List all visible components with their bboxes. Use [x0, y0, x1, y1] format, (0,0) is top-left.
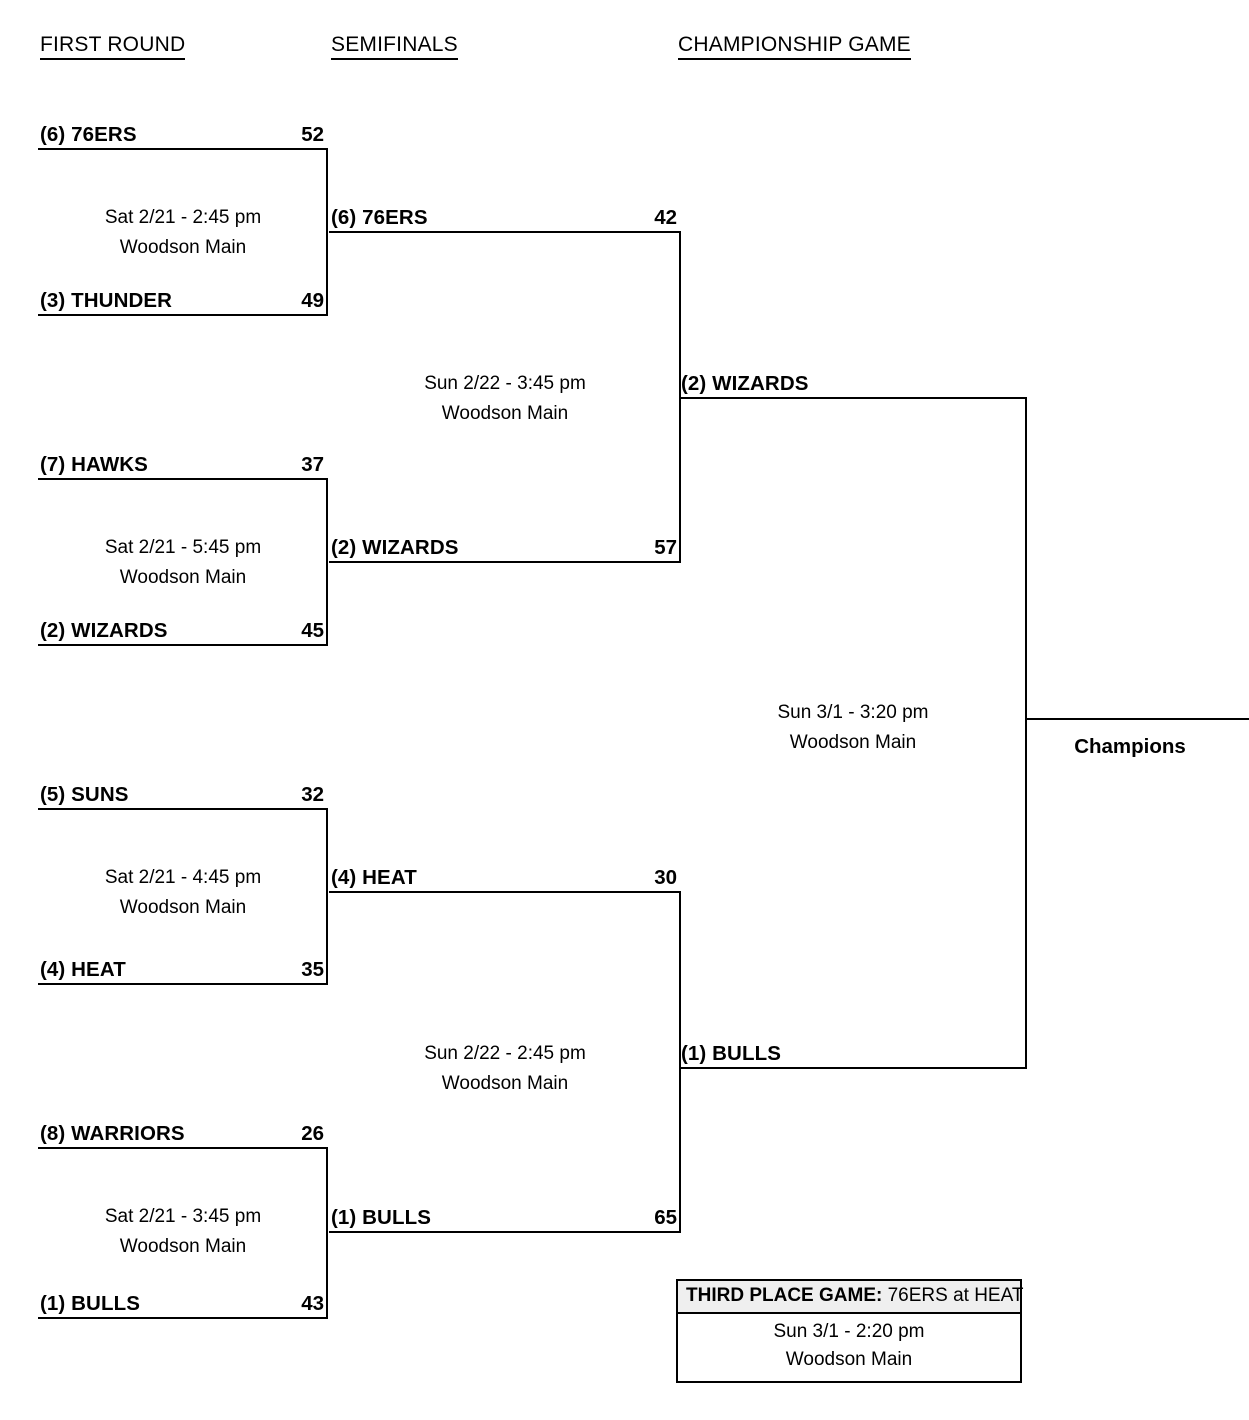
semifinal-1-bottom-team[interactable]: (2) WIZARDS 57: [329, 529, 681, 563]
championship-info: Sun 3/1 - 3:20 pm Woodson Main: [679, 698, 1027, 759]
first-round-game-2-info: Sat 2/21 - 5:45 pm Woodson Main: [38, 533, 328, 594]
first-round-game-1-connector: [326, 148, 328, 316]
champion-line: [1025, 718, 1249, 720]
column-header-semifinals: SEMIFINALS: [331, 33, 458, 61]
third-place-title: THIRD PLACE GAME:: [686, 1285, 883, 1306]
first-round-game-3-info: Sat 2/21 - 4:45 pm Woodson Main: [38, 863, 328, 924]
championship-top-team[interactable]: (2) WIZARDS: [679, 365, 1027, 399]
game-datetime: Sat 2/21 - 5:45 pm: [104, 537, 262, 558]
game-venue: Woodson Main: [441, 1073, 569, 1095]
game-venue: Woodson Main: [119, 567, 247, 589]
game-datetime: Sat 2/21 - 4:45 pm: [104, 867, 262, 888]
team-name: (6) 76ERS: [331, 206, 428, 230]
team-score: 30: [654, 866, 677, 890]
third-place-game-box[interactable]: THIRD PLACE GAME: 76ERS at HEAT Sun 3/1 …: [676, 1279, 1023, 1383]
team-name: (8) WARRIORS: [40, 1122, 185, 1146]
team-name: (2) WIZARDS: [40, 619, 168, 643]
team-score: 35: [301, 958, 324, 982]
game-datetime: Sat 2/21 - 3:45 pm: [104, 1206, 262, 1227]
championship-connector: [1025, 397, 1027, 1069]
semifinal-2-top-team[interactable]: (4) HEAT 30: [329, 859, 681, 893]
first-round-game-3-top-team[interactable]: (5) SUNS 32: [38, 776, 328, 810]
first-round-game-1-info: Sat 2/21 - 2:45 pm Woodson Main: [38, 203, 328, 264]
team-score: 49: [301, 289, 324, 313]
game-datetime: Sun 2/22 - 3:45 pm: [424, 373, 586, 394]
semifinal-1-info: Sun 2/22 - 3:45 pm Woodson Main: [329, 369, 681, 430]
column-header-championship: CHAMPIONSHIP GAME: [678, 33, 911, 61]
team-name: (1) BULLS: [681, 1042, 781, 1066]
first-round-game-2-bottom-team[interactable]: (2) WIZARDS 45: [38, 612, 328, 646]
championship-bottom-team[interactable]: (1) BULLS: [679, 1035, 1027, 1069]
semifinal-2-info: Sun 2/22 - 2:45 pm Woodson Main: [329, 1039, 681, 1100]
game-venue: Woodson Main: [789, 732, 917, 754]
game-datetime: Sun 3/1 - 3:20 pm: [777, 702, 929, 723]
team-name: (4) HEAT: [40, 958, 126, 982]
first-round-game-2-connector: [326, 478, 328, 646]
team-name: (6) 76ERS: [40, 123, 137, 147]
first-round-game-3-connector: [326, 808, 328, 985]
semifinal-2-bottom-team[interactable]: (1) BULLS 65: [329, 1199, 681, 1233]
game-venue: Woodson Main: [119, 237, 247, 259]
game-datetime: Sun 3/1 - 2:20 pm: [773, 1320, 925, 1342]
first-round-game-3-bottom-team[interactable]: (4) HEAT 35: [38, 951, 328, 985]
champion-label: Champions: [1074, 735, 1186, 758]
game-venue: Woodson Main: [785, 1349, 913, 1371]
column-header-first-round: FIRST ROUND: [40, 33, 186, 61]
team-score: 45: [301, 619, 324, 643]
team-score: 43: [301, 1292, 324, 1316]
game-venue: Woodson Main: [441, 403, 569, 425]
first-round-game-4-top-team[interactable]: (8) WARRIORS 26: [38, 1115, 328, 1149]
team-score: 37: [301, 453, 324, 477]
game-datetime: Sun 2/22 - 2:45 pm: [424, 1043, 586, 1064]
semifinal-2-connector: [679, 891, 681, 1233]
game-venue: Woodson Main: [119, 1236, 247, 1258]
team-name: (4) HEAT: [331, 866, 417, 890]
third-place-matchup: 76ERS at HEAT: [887, 1285, 1024, 1306]
team-name: (1) BULLS: [331, 1206, 431, 1230]
team-score: 57: [654, 536, 677, 560]
team-score: 26: [301, 1122, 324, 1146]
team-name: (5) SUNS: [40, 783, 129, 807]
first-round-game-4-bottom-team[interactable]: (1) BULLS 43: [38, 1285, 328, 1319]
team-score: 32: [301, 783, 324, 807]
team-score: 42: [654, 206, 677, 230]
team-name: (7) HAWKS: [40, 453, 148, 477]
game-venue: Woodson Main: [119, 897, 247, 919]
first-round-game-1-top-team[interactable]: (6) 76ERS 52: [38, 116, 328, 150]
team-name: (2) WIZARDS: [331, 536, 459, 560]
team-name: (1) BULLS: [40, 1292, 140, 1316]
first-round-game-1-bottom-team[interactable]: (3) THUNDER 49: [38, 282, 328, 316]
first-round-game-4-connector: [326, 1147, 328, 1319]
team-score: 52: [301, 123, 324, 147]
team-name: (2) WIZARDS: [681, 372, 809, 396]
third-place-info: Sun 3/1 - 2:20 pm Woodson Main: [678, 1314, 1020, 1381]
first-round-game-4-info: Sat 2/21 - 3:45 pm Woodson Main: [38, 1202, 328, 1263]
semifinal-1-top-team[interactable]: (6) 76ERS 42: [329, 199, 681, 233]
team-score: 65: [654, 1206, 677, 1230]
game-datetime: Sat 2/21 - 2:45 pm: [104, 207, 262, 228]
first-round-game-2-top-team[interactable]: (7) HAWKS 37: [38, 446, 328, 480]
third-place-header: THIRD PLACE GAME: 76ERS at HEAT: [678, 1281, 1023, 1314]
team-name: (3) THUNDER: [40, 289, 173, 313]
